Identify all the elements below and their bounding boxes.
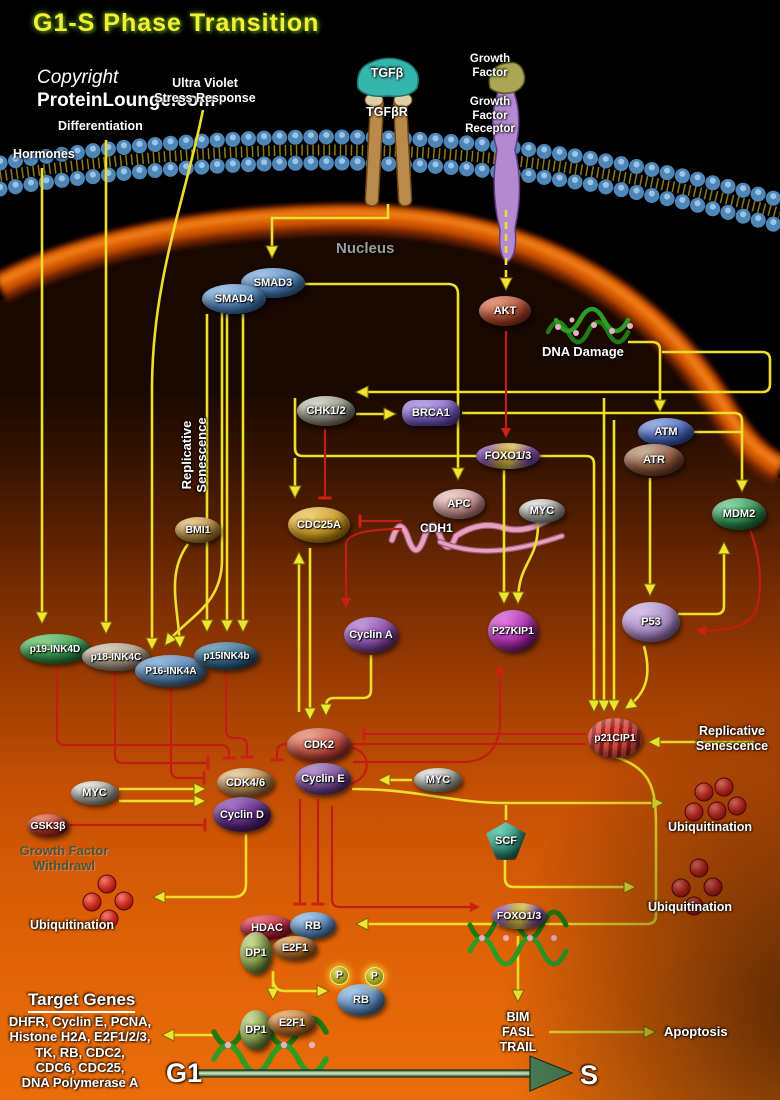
node-p16-ink4a: P16-INK4A [135,655,207,687]
label-uv-stress: Ultra Violet Stress Response [154,76,256,105]
node-p21cip1: p21CIP1 [588,718,642,758]
page-title: G1-S Phase Transition [33,9,320,37]
node-atr: ATR [624,444,684,476]
node-p27kip1: P27KIP1 [488,610,538,652]
node-mdm2: MDM2 [712,498,766,530]
node-chk1-2: CHK1/2 [297,396,355,426]
phosphate-icon: P [330,966,349,985]
node-bmi1: BMI1 [175,517,221,543]
ubiquitin-left [82,874,134,929]
label-apoptosis: Apoptosis [664,1024,728,1039]
label-nucleus: Nucleus [336,240,395,257]
node-myc-upper: MYC [519,499,565,523]
node-gsk3b: GSK3β [27,814,69,837]
label-ubiquitination-left: Ubiquitination [30,918,115,932]
label-ubiquitination-lower-right: Ubiquitination [648,900,733,914]
label-target-genes-heading: Target Genes [28,990,136,1014]
label-ubiquitination-upper-right: Ubiquitination [668,820,753,834]
label-growth-factor-receptor: Growth Factor Receptor [465,96,515,136]
tgfb-receptor-graphic [356,57,420,207]
target-genes-heading-text: Target Genes [28,990,136,1014]
copyright-site: ProteinLounge.com [37,89,216,111]
node-akt: AKT [479,296,531,326]
node-myc-left: MYC [71,781,118,805]
node-dp1-upper: DP1 [240,932,272,974]
cell-membrane [0,129,780,234]
node-brca1: BRCA1 [402,400,460,426]
node-cdc25a: CDC25A [288,507,350,543]
node-cdk4-6: CDK4/6 [217,768,274,797]
label-growth-factor: Growth Factor [469,53,511,79]
label-tgfb: TGFβ [370,66,404,80]
label-hormones: Hormones [13,147,75,161]
node-apc: APC [433,489,485,519]
label-g1-phase: G1 [166,1058,203,1088]
node-foxo1-3-lower: FOXO1/3 [492,903,546,929]
label-replicative-senescence-left: Replicative Senescence [179,417,210,493]
node-cyclin-a: Cyclin A [344,617,398,653]
label-bim-fasl-trail: BIM FASL TRAIL [499,1010,537,1054]
growth-factor-receptor-graphic [488,61,526,263]
node-myc-right: MYC [414,768,462,792]
node-e2f1-upper: E2F1 [273,936,317,960]
node-p53: P53 [622,602,680,642]
node-cyclin-e: Cyclin E [295,763,351,795]
copyright-word: Copyright [37,67,119,89]
label-target-genes-list: DHFR, Cyclin E, PCNA, Histone H2A, E2F1/… [8,1014,152,1091]
label-differentiation: Differentiation [58,119,143,133]
copyright: Copyright ProteinLounge.com [37,45,215,112]
node-cyclin-d: Cyclin D [213,797,271,832]
phosphate-icon: P [365,967,384,986]
label-cdh1: CDH1 [420,521,453,535]
label-dna-damage: DNA Damage [542,344,624,359]
node-atm: ATM [638,418,694,446]
node-rb-phospho: RB [337,984,385,1016]
node-e2f1-lower: E2F1 [268,1010,316,1036]
label-s-phase: S [580,1060,599,1090]
node-cdk2: CDK2 [287,728,351,762]
node-p15-ink4b: p15INK4b [194,642,259,670]
node-dp1-lower: DP1 [240,1010,272,1050]
node-smad4: SMAD4 [202,284,266,314]
node-foxo1-3-upper: FOXO1/3 [476,443,540,469]
label-replicative-senescence-right: Replicative Senescence [695,724,769,753]
label-tgfbr: TGFβR [366,105,408,119]
node-p19-ink4d: p19-INK4D [20,634,90,664]
dna-damage-graphic [545,306,633,345]
label-growth-factor-withdrawl: Growth Factor Withdrawl [19,843,109,874]
node-rb: RB [290,912,336,939]
